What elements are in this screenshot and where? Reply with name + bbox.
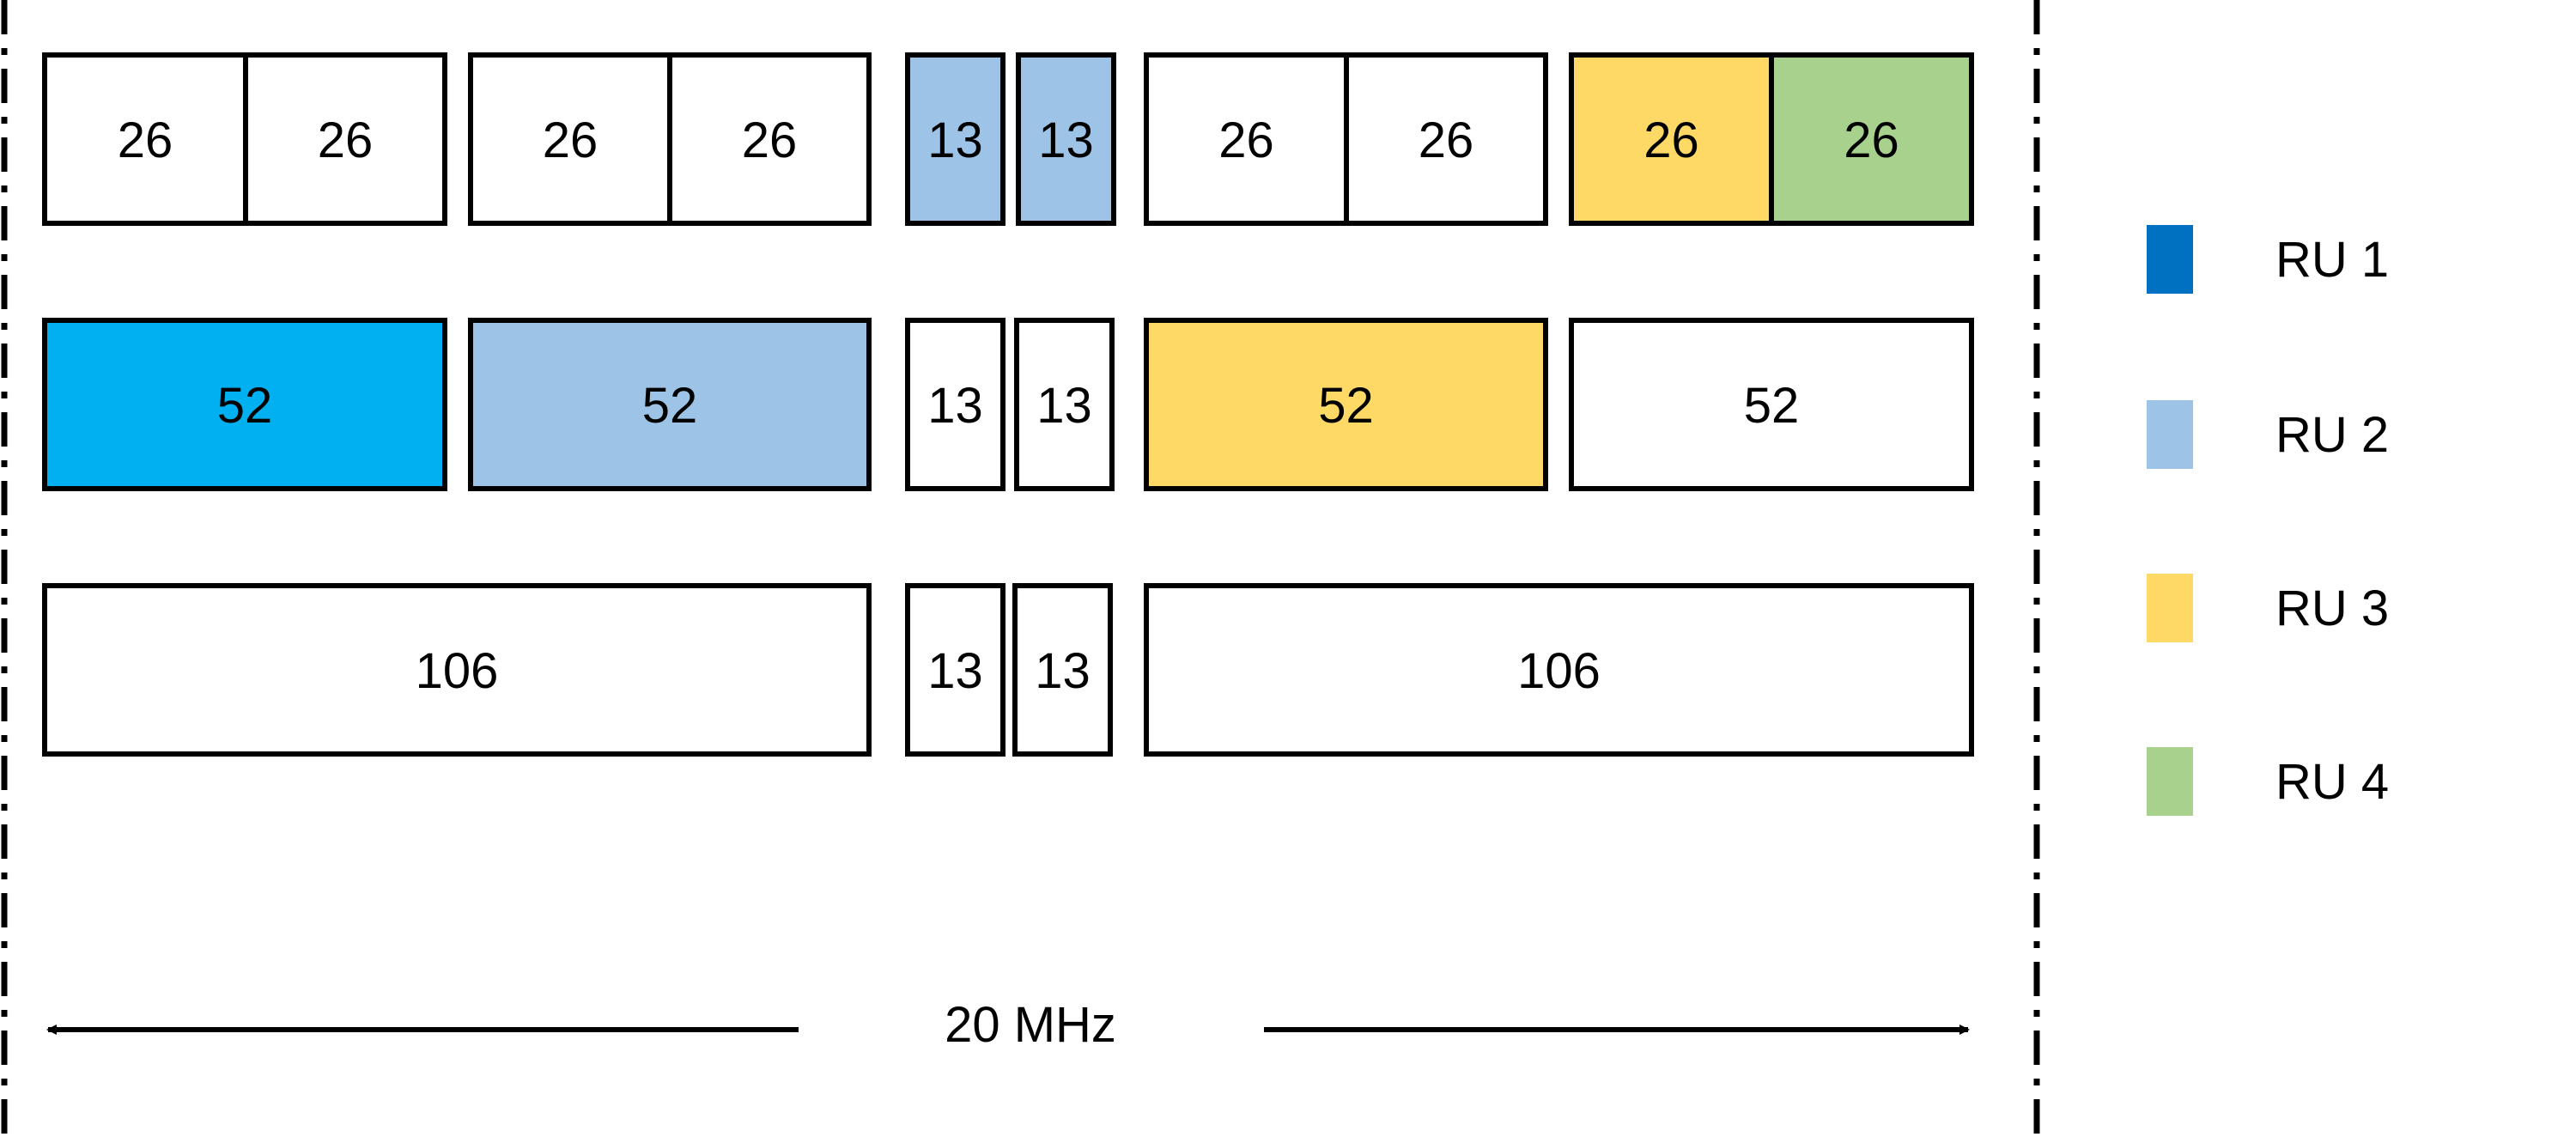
ru-block: [1569, 318, 1974, 491]
legend-swatch-ru1: [2147, 225, 2193, 294]
ru-block-label: 26: [1419, 112, 1474, 168]
legend-swatch-ru2: [2147, 400, 2193, 469]
ru-block: [42, 52, 248, 226]
legend: RU 1 RU 2 RU 3 RU 4: [2147, 225, 2389, 816]
legend-label-ru3: RU 3: [2275, 581, 2389, 636]
ru-block-label: 13: [927, 643, 983, 699]
ru-block-label: 26: [1643, 112, 1699, 168]
ru-block: [243, 52, 447, 226]
ru-block-label: 26: [1218, 112, 1274, 168]
ru-block-label: 52: [1744, 378, 1800, 434]
ru-block-label: 106: [1517, 643, 1601, 699]
ru-block-label: 13: [927, 112, 983, 168]
ru-block-label: 52: [1318, 378, 1374, 434]
bandwidth-label: 20 MHz: [945, 997, 1116, 1053]
ru-block: [1569, 52, 1774, 226]
ru-block-label: 26: [1844, 112, 1899, 168]
ru-block-label: 52: [642, 378, 698, 434]
ru-block: [905, 318, 1005, 491]
ru-block-label: 13: [1038, 112, 1094, 168]
ru-block: [1144, 583, 1974, 757]
ru-block: [1769, 52, 1974, 226]
ru-block: [1344, 52, 1548, 226]
ru-block: [1016, 52, 1116, 226]
legend-swatch-ru3: [2147, 574, 2193, 642]
ru-block-label: 26: [543, 112, 598, 168]
ru-block: [42, 583, 872, 757]
ru-block-label: 106: [416, 643, 499, 699]
ru-block: [1144, 318, 1548, 491]
ru-block-label: 26: [118, 112, 173, 168]
ru-block-label: 52: [217, 378, 273, 434]
ru-block: [667, 52, 872, 226]
legend-label-ru4: RU 4: [2275, 754, 2389, 810]
ru-row-1: 26 26 26 26 13 13 26 26 26 26: [42, 52, 1974, 226]
ru-block-label: 13: [1036, 378, 1092, 434]
legend-label-ru2: RU 2: [2275, 407, 2389, 463]
ru-block-label: 26: [318, 112, 374, 168]
ru-block: [1012, 583, 1113, 757]
ru-block: [905, 583, 1005, 757]
ru-row-3: 106 13 13 106: [42, 583, 1974, 757]
legend-label-ru1: RU 1: [2275, 232, 2389, 288]
ru-block-label: 13: [1035, 643, 1091, 699]
ru-row-2: 52 52 13 13 52 52: [42, 318, 1974, 491]
ru-block: [905, 52, 1005, 226]
ru-block: [468, 318, 872, 491]
ru-block-label: 13: [927, 378, 983, 434]
ru-block: [42, 318, 447, 491]
ru-block: [1144, 52, 1349, 226]
ru-block-label: 26: [742, 112, 798, 168]
legend-swatch-ru4: [2147, 747, 2193, 816]
ru-block: [1014, 318, 1115, 491]
